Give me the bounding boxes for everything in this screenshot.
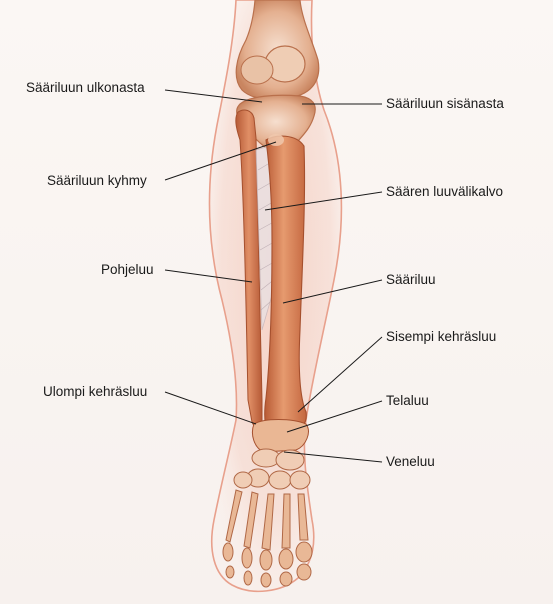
label-medial-condyle: Sääriluun sisänasta [386,96,504,112]
femoral-condyle [241,56,273,84]
ankle-joint [252,420,308,453]
label-lateral-malleolus: Ulompi kehräsluu [43,384,147,400]
label-navicular: Veneluu [386,454,435,470]
label-tibia: Sääriluu [386,272,436,288]
label-fibula: Pohjeluu [101,262,154,278]
label-talus: Telaluu [386,393,429,409]
label-medial-malleolus: Sisempi kehräsluu [386,329,496,345]
label-interosseous-membrane: Säären luuvälikalvo [386,184,503,200]
label-fibular-head: Sääriluun ulkonasta [26,80,145,96]
label-tibial-tuberosity: Sääriluun kyhmy [47,173,147,189]
